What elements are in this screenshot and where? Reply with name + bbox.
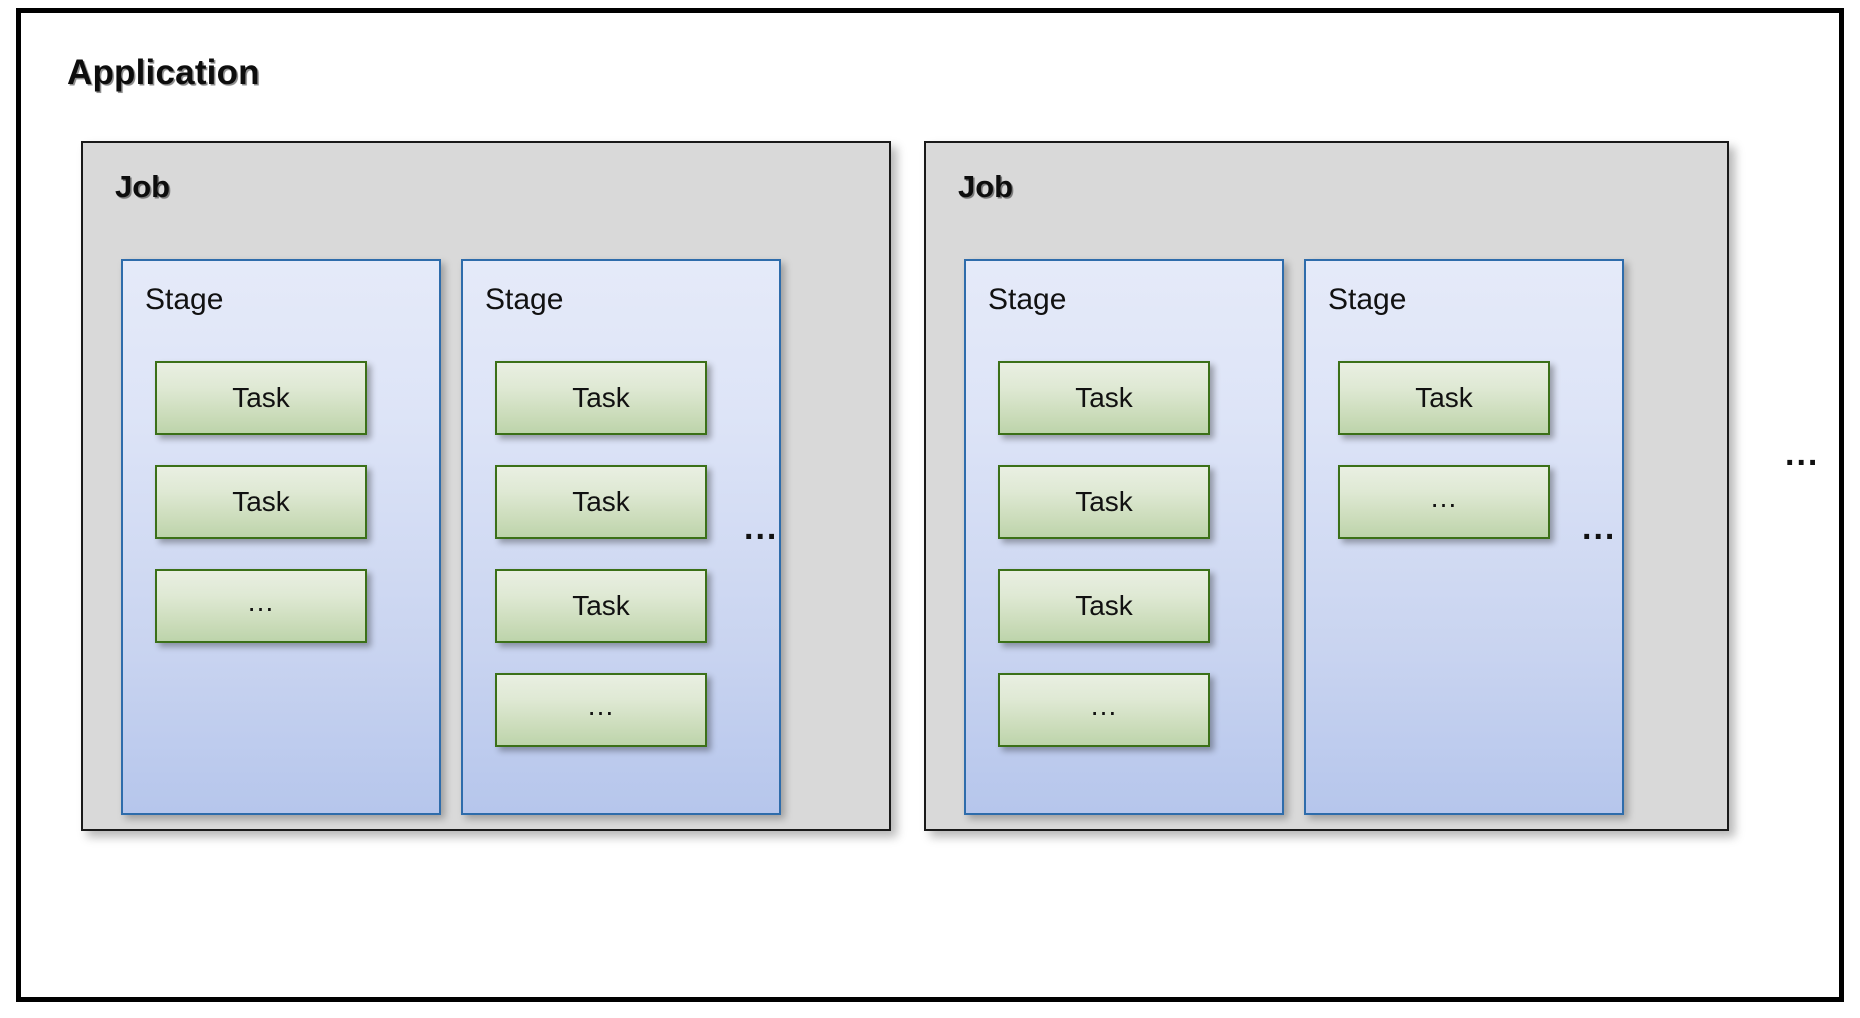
task-ellipsis-label: …	[246, 586, 276, 617]
job-title: Job	[115, 169, 171, 204]
task-ellipsis-label: …	[1429, 482, 1459, 513]
task-ellipsis-label: …	[1089, 690, 1119, 721]
stage-title: Stage	[485, 283, 564, 316]
stage-title: Stage	[1328, 283, 1407, 316]
application-title: Application	[67, 53, 260, 92]
stage-title: Stage	[988, 283, 1067, 316]
task-label: Task	[572, 590, 630, 621]
task-box: Task	[998, 465, 1210, 539]
task-box: Task	[495, 465, 707, 539]
task-box: Task	[998, 361, 1210, 435]
application-jobs-ellipsis: ...	[1785, 435, 1820, 473]
job-stages-ellipsis: ...	[744, 509, 779, 547]
task-box-ellipsis: …	[155, 569, 367, 643]
stage-container: Stage Task Task …	[121, 259, 441, 815]
task-label: Task	[1075, 486, 1133, 517]
task-box: Task	[495, 361, 707, 435]
task-label: Task	[232, 486, 290, 517]
task-label: Task	[1415, 382, 1473, 413]
task-label: Task	[572, 486, 630, 517]
task-label: Task	[1075, 382, 1133, 413]
task-ellipsis-label: …	[586, 690, 616, 721]
task-box: Task	[155, 465, 367, 539]
stage-container: Stage Task Task Task …	[964, 259, 1284, 815]
task-box: Task	[1338, 361, 1550, 435]
task-box: Task	[998, 569, 1210, 643]
task-box: Task	[495, 569, 707, 643]
task-box: Task	[155, 361, 367, 435]
task-box-ellipsis: …	[998, 673, 1210, 747]
stage-container: Stage Task …	[1304, 259, 1624, 815]
stage-title: Stage	[145, 283, 224, 316]
job-stages-ellipsis: ...	[1582, 509, 1617, 547]
application-frame: Application Job Stage Task Task … Stage	[16, 8, 1844, 1002]
job-container: Job Stage Task Task … Stage Task	[81, 141, 891, 831]
job-container: Job Stage Task Task Task … Stage	[924, 141, 1729, 831]
stage-container: Stage Task Task Task …	[461, 259, 781, 815]
task-box-ellipsis: …	[495, 673, 707, 747]
task-box-ellipsis: …	[1338, 465, 1550, 539]
task-label: Task	[1075, 590, 1133, 621]
task-label: Task	[572, 382, 630, 413]
task-label: Task	[232, 382, 290, 413]
job-title: Job	[958, 169, 1014, 204]
